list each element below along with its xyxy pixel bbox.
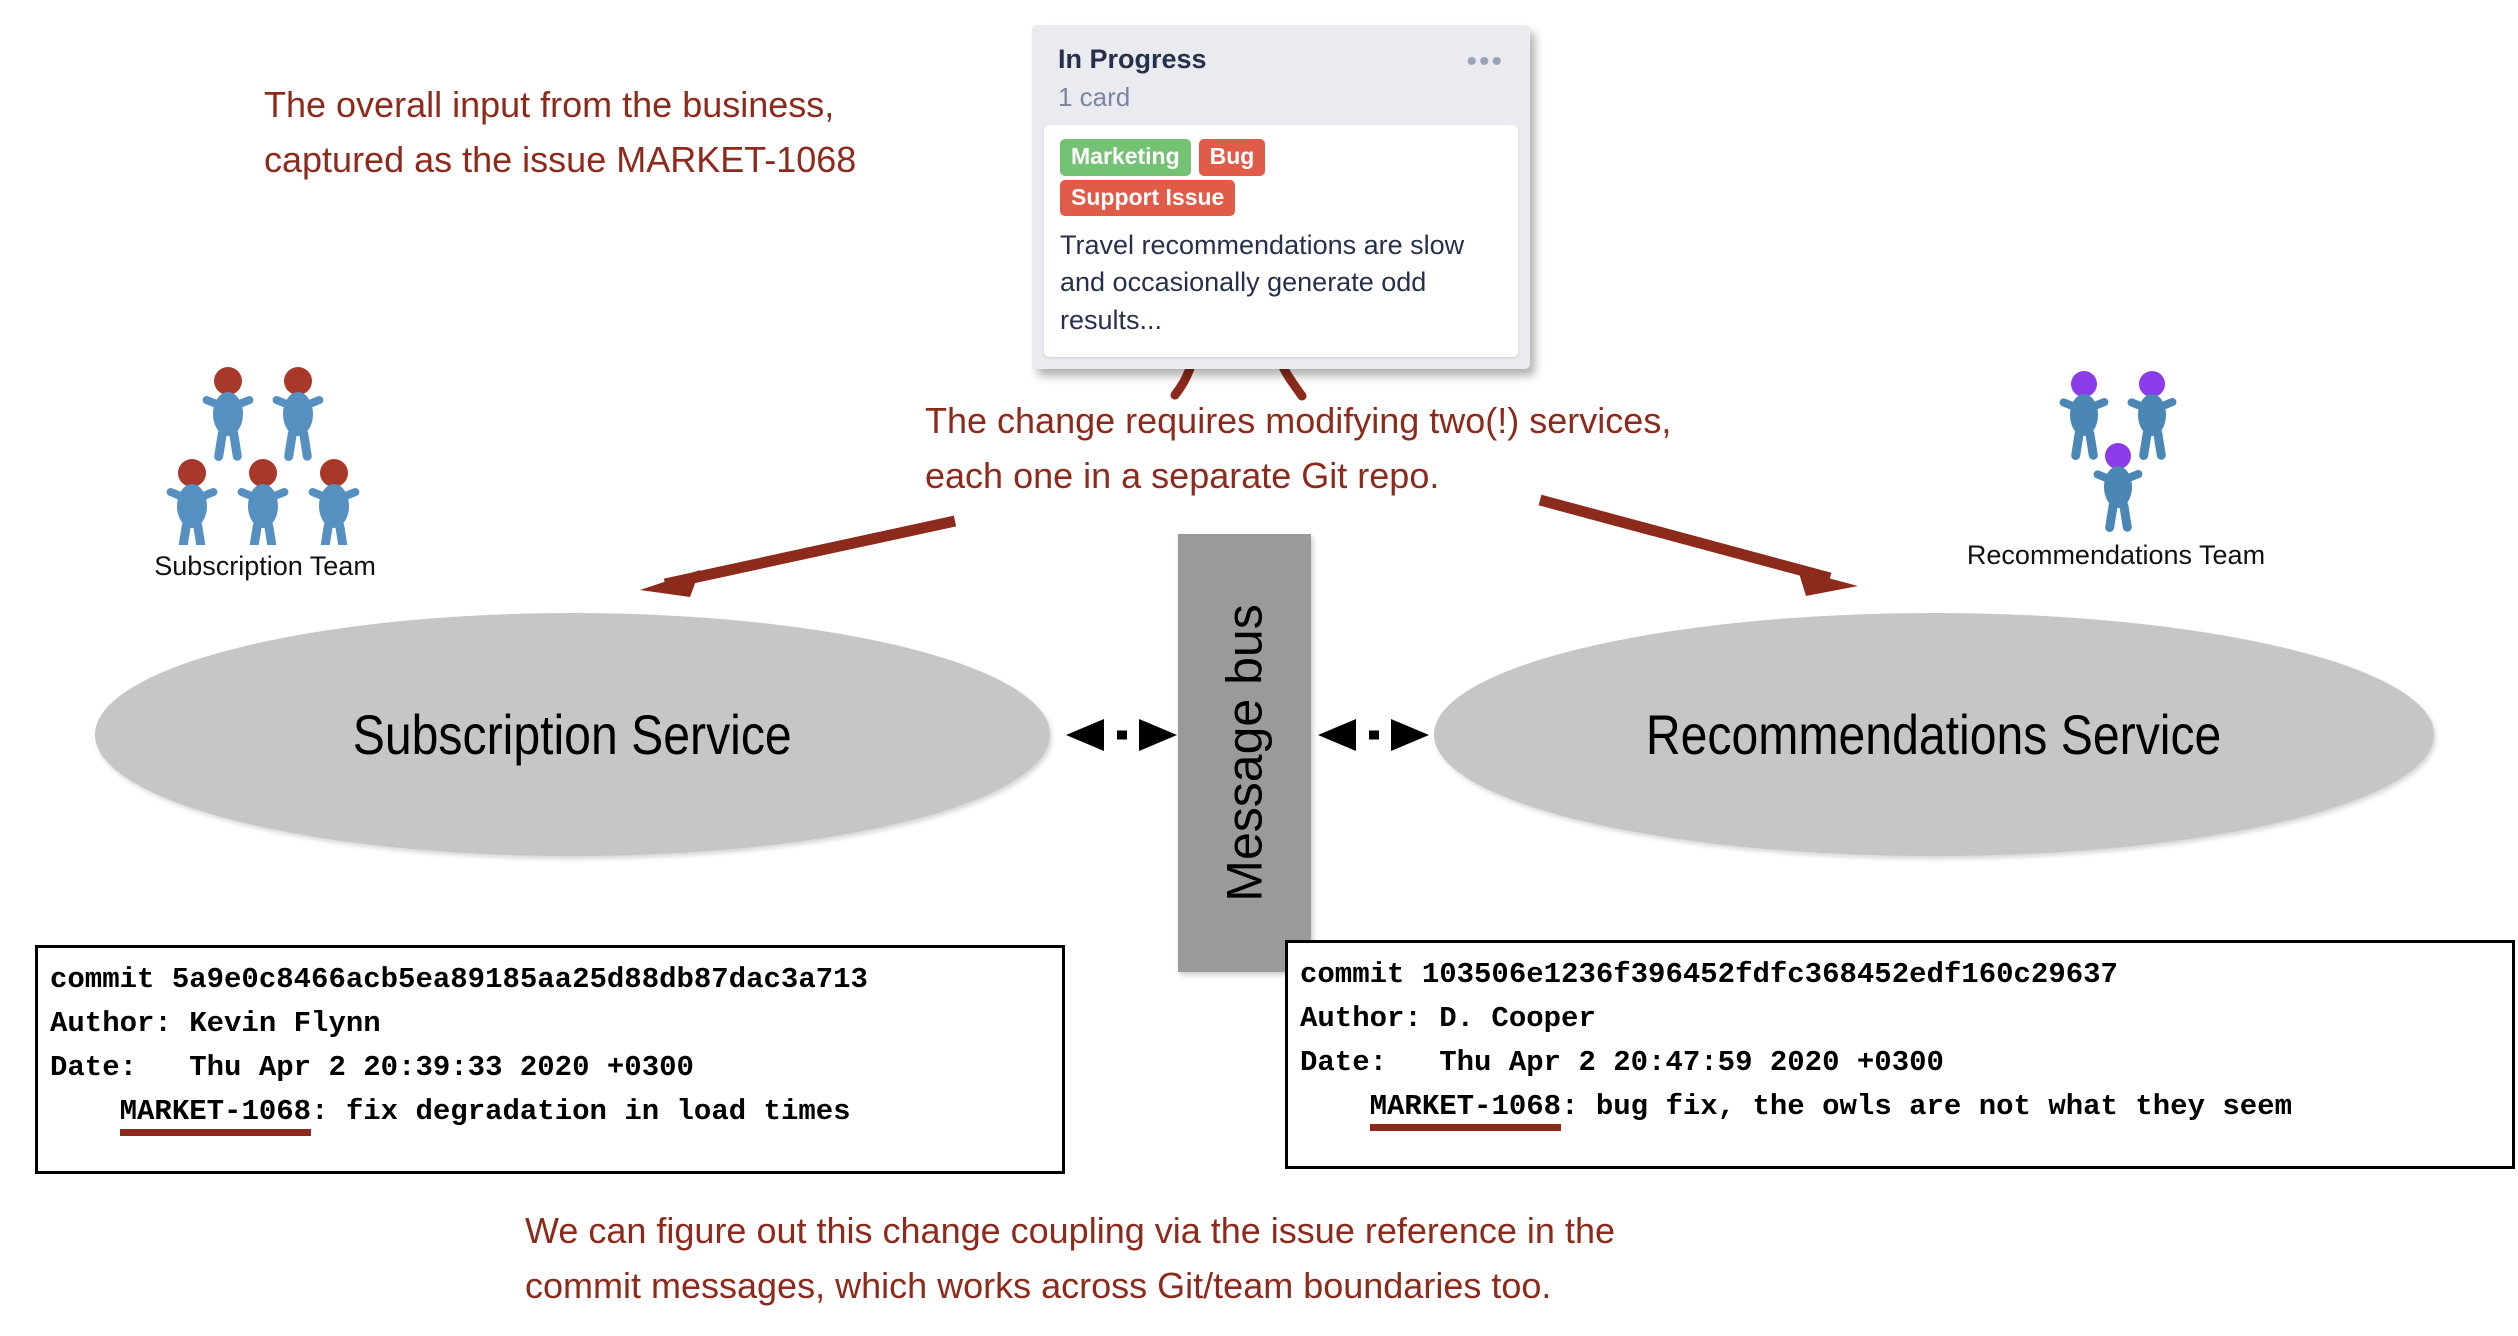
person-icon: [237, 459, 289, 553]
team-recommendations: Recommendations Team: [1967, 370, 2330, 571]
team-label-recommendations: Recommendations Team: [1966, 540, 2266, 570]
message-bus-label: Message bus: [1216, 604, 1273, 902]
person-icon: [272, 367, 324, 461]
kanban-column[interactable]: In Progress 1 card ••• Marketing Bug Sup…: [1032, 25, 1530, 369]
kanban-column-header: In Progress 1 card •••: [1032, 25, 1530, 125]
kanban-column-title: In Progress: [1058, 44, 1207, 74]
kanban-card-count: 1 card: [1058, 81, 1131, 112]
commit-hash-line: commit 5a9e0c8466acb5ea89185aa25d88db87d…: [50, 963, 868, 996]
subscription-service-node[interactable]: Subscription Service: [95, 613, 1050, 856]
annotation-two-services: The change requires modifying two(!) ser…: [925, 400, 1672, 496]
subscription-service-label: Subscription Service: [352, 703, 792, 766]
annotation-change-coupling: We can figure out this change coupling v…: [525, 1210, 1616, 1306]
overflow-menu-icon[interactable]: •••: [1466, 45, 1504, 78]
team-figure-group: [150, 365, 450, 553]
people-icon-group-subscription: [166, 367, 360, 553]
commit-author-line: Author: Kevin Flynn: [50, 1007, 381, 1041]
team-figure-group: [2030, 370, 2330, 540]
issue-reference-link[interactable]: MARKET-1068: [119, 1095, 312, 1137]
person-icon: [2059, 371, 2109, 460]
badge-row-1: Marketing Bug: [1060, 139, 1502, 176]
connector-bus-recommendations: [1318, 719, 1429, 751]
message-indent: [1300, 1090, 1370, 1123]
kanban-card-text: Travel recommendations are slow and occa…: [1060, 230, 1465, 335]
commit-message-rest: : fix degradation in load times: [311, 1095, 851, 1129]
people-icon-group-recommendations: [2059, 371, 2177, 532]
badge-row-2: Support Issue: [1060, 179, 1502, 217]
recommendations-service-node[interactable]: Recommendations Service: [1434, 613, 2434, 856]
person-icon: [2093, 443, 2143, 532]
message-bus-node[interactable]: Message bus: [1178, 534, 1311, 972]
connector-subscription-bus: [1066, 719, 1177, 751]
badge-support-issue[interactable]: Support Issue: [1060, 179, 1236, 217]
kanban-card[interactable]: Marketing Bug Support Issue Travel recom…: [1044, 125, 1518, 357]
commit-author-line: Author: D. Cooper: [1300, 1002, 1596, 1036]
person-icon: [308, 459, 360, 553]
recommendations-service-label: Recommendations Service: [1646, 703, 2222, 766]
person-icon: [2127, 371, 2177, 460]
commit-message-rest: : bug fix, the owls are not what they se…: [1561, 1090, 2292, 1124]
person-icon: [202, 367, 254, 461]
annotation-business-input: The overall input from the business, cap…: [264, 84, 857, 180]
issue-reference-link[interactable]: MARKET-1068: [1369, 1090, 1562, 1132]
team-subscription: Subscription Team: [150, 365, 450, 582]
person-icon: [166, 459, 218, 553]
arrow-to-subscription: [640, 515, 957, 597]
badge-marketing[interactable]: Marketing: [1060, 139, 1191, 176]
arrow-to-recommendations: [1538, 494, 1858, 596]
commit-date-line: Date: Thu Apr 2 20:47:59 2020 +0300: [1300, 1046, 1944, 1080]
team-label-subscription: Subscription Team: [154, 551, 376, 581]
badge-bug[interactable]: Bug: [1198, 139, 1266, 176]
message-indent: [50, 1095, 120, 1128]
commit-log-recommendations: commit 103506e1236f396452fdfc368452edf16…: [1285, 940, 2515, 1169]
commit-log-subscription: commit 5a9e0c8466acb5ea89185aa25d88db87d…: [35, 945, 1065, 1174]
commit-message-line: MARKET-1068: bug fix, the owls are not w…: [1300, 1090, 2292, 1132]
commit-date-line: Date: Thu Apr 2 20:39:33 2020 +0300: [50, 1051, 694, 1085]
commit-message-line: MARKET-1068: fix degradation in load tim…: [50, 1095, 851, 1137]
commit-hash-line: commit 103506e1236f396452fdfc368452edf16…: [1300, 958, 2118, 991]
